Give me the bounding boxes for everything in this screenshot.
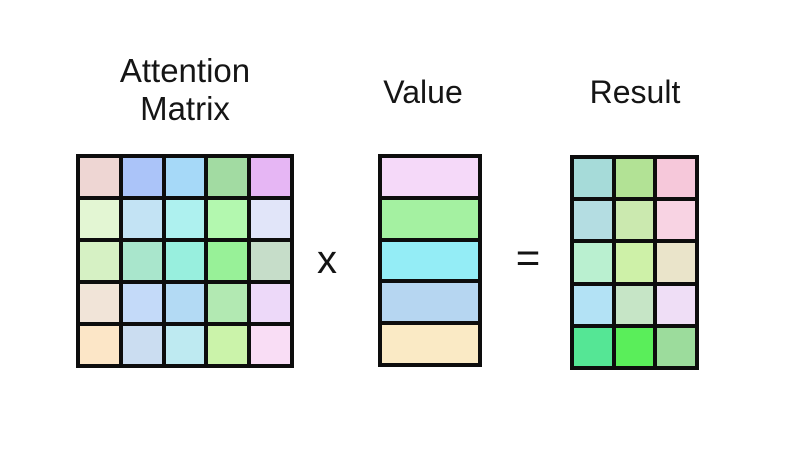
attention-matrix-grid <box>76 154 294 368</box>
matrix-cell <box>165 242 205 280</box>
value-matrix-title: Value <box>383 74 463 110</box>
matrix-cell <box>382 283 478 322</box>
matrix-cell <box>122 242 162 280</box>
matrix-cell <box>382 325 478 363</box>
matrix-cell <box>615 201 654 240</box>
matrix-cell <box>80 284 119 322</box>
matrix-cell <box>574 201 612 240</box>
matrix-cell <box>657 201 695 240</box>
attention-matrix-title-line1: Attention <box>119 52 251 89</box>
matrix-cell <box>382 241 478 280</box>
result-matrix-title: Result <box>589 74 681 110</box>
matrix-cell <box>122 200 162 238</box>
matrix-cell <box>80 326 119 364</box>
matrix-cell <box>251 284 290 322</box>
matrix-cell <box>574 285 612 324</box>
matrix-cell <box>657 243 695 282</box>
matrix-cell <box>574 243 612 282</box>
matrix-cell <box>657 327 695 366</box>
matrix-cell <box>382 158 478 196</box>
multiply-operator: x <box>317 237 337 282</box>
matrix-cell <box>208 200 248 238</box>
matrix-cell <box>251 326 290 364</box>
matrix-cell <box>165 284 205 322</box>
matrix-cell <box>208 326 248 364</box>
matrix-cell <box>122 326 162 364</box>
matrix-cell <box>615 243 654 282</box>
value-matrix-grid <box>378 154 482 367</box>
matrix-cell <box>574 327 612 366</box>
matrix-cell <box>208 242 248 280</box>
matrix-cell <box>208 158 248 196</box>
attention-matrix-title: Attention Matrix <box>66 52 304 128</box>
matrix-cell <box>615 159 654 198</box>
matrix-cell <box>165 200 205 238</box>
matrix-cell <box>657 159 695 198</box>
matrix-cell <box>615 285 654 324</box>
matrix-cell <box>208 284 248 322</box>
matrix-cell <box>80 158 119 196</box>
matrix-cell <box>165 326 205 364</box>
matrix-cell <box>382 199 478 238</box>
equals-operator: = <box>515 234 541 281</box>
matrix-cell <box>615 327 654 366</box>
matrix-cell <box>657 285 695 324</box>
matrix-cell <box>251 200 290 238</box>
matrix-cell <box>251 158 290 196</box>
attention-matrix-title-line2: Matrix <box>140 90 230 127</box>
matrix-cell <box>251 242 290 280</box>
result-matrix-grid <box>570 155 699 370</box>
matrix-cell <box>165 158 205 196</box>
matrix-cell <box>80 200 119 238</box>
matrix-cell <box>574 159 612 198</box>
matrix-cell <box>122 158 162 196</box>
matrix-cell <box>122 284 162 322</box>
matrix-cell <box>80 242 119 280</box>
